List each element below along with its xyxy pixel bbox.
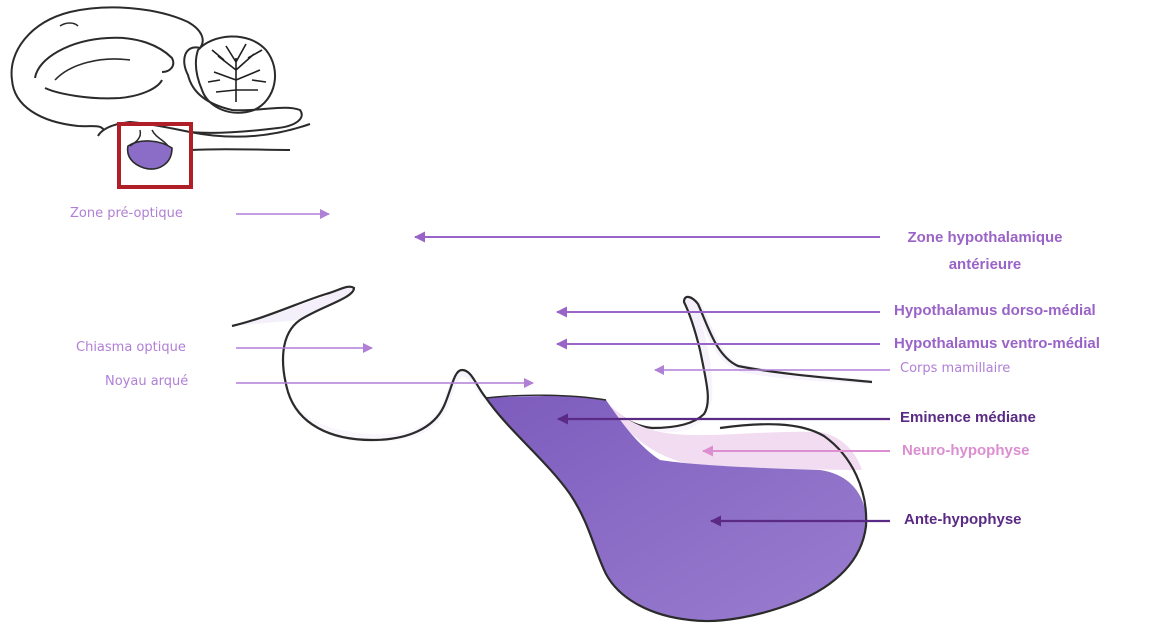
mammillary-outline	[604, 297, 872, 428]
label-anterior-line1: Zone hypothalamique	[880, 229, 1090, 247]
label-dorsomedial: Hypothalamus dorso-médial	[894, 302, 1096, 320]
label-preoptic: Zone pré-optique	[70, 206, 183, 222]
label-mammillary: Corps mamillaire	[900, 361, 1010, 377]
label-neurohypophysis: Neuro-hypophyse	[902, 442, 1030, 460]
label-chiasm: Chiasma optique	[76, 340, 186, 356]
label-arcuate: Noyau arqué	[105, 374, 188, 390]
hypothalamus-outline	[232, 287, 486, 440]
label-anterior-line2: antérieure	[880, 256, 1090, 274]
label-median-eminence: Eminence médiane	[900, 409, 1036, 427]
label-adenohypophysis: Ante-hypophyse	[904, 511, 1022, 529]
label-ventromedial: Hypothalamus ventro-médial	[894, 335, 1100, 353]
brain-sagittal-icon	[12, 7, 310, 169]
